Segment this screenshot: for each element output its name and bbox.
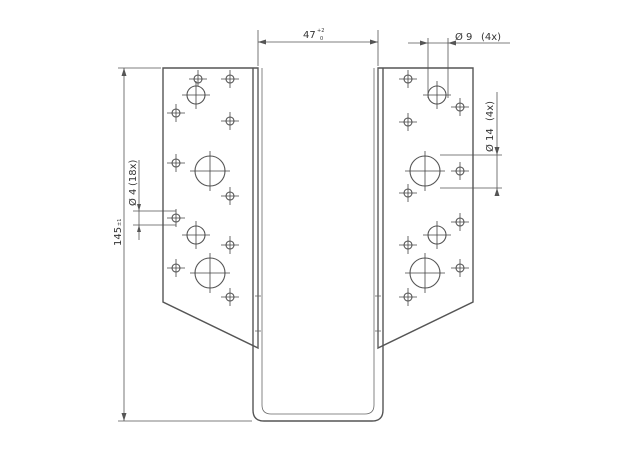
small-hole-label: Ø 4: [127, 189, 139, 206]
medium-hole-dimension: Ø 9 (4x): [408, 31, 510, 98]
medium-hole-count: (4x): [481, 32, 501, 43]
height-value: 145: [113, 227, 124, 246]
small-hole-count: (18x): [128, 159, 139, 186]
height-tol: ±1: [117, 219, 123, 226]
u-channel-inner: [261, 68, 375, 415]
medium-hole-label: Ø 9: [455, 31, 472, 43]
small-hole-dimension: Ø 4 (18x): [127, 159, 176, 240]
width-value: 47: [303, 30, 316, 41]
width-dimension: 47 +2 0: [257, 28, 379, 66]
holes-group: [167, 70, 469, 306]
large-hole-dimension: Ø 14 (4x): [440, 92, 502, 196]
height-dimension: 145 ±1: [113, 67, 252, 422]
large-hole-label: Ø 14: [484, 128, 496, 152]
width-tol-lower: 0: [320, 36, 323, 42]
large-hole-count: (4x): [485, 101, 496, 121]
u-channel-outer: [252, 68, 384, 422]
width-tol-upper: +2: [317, 28, 324, 34]
